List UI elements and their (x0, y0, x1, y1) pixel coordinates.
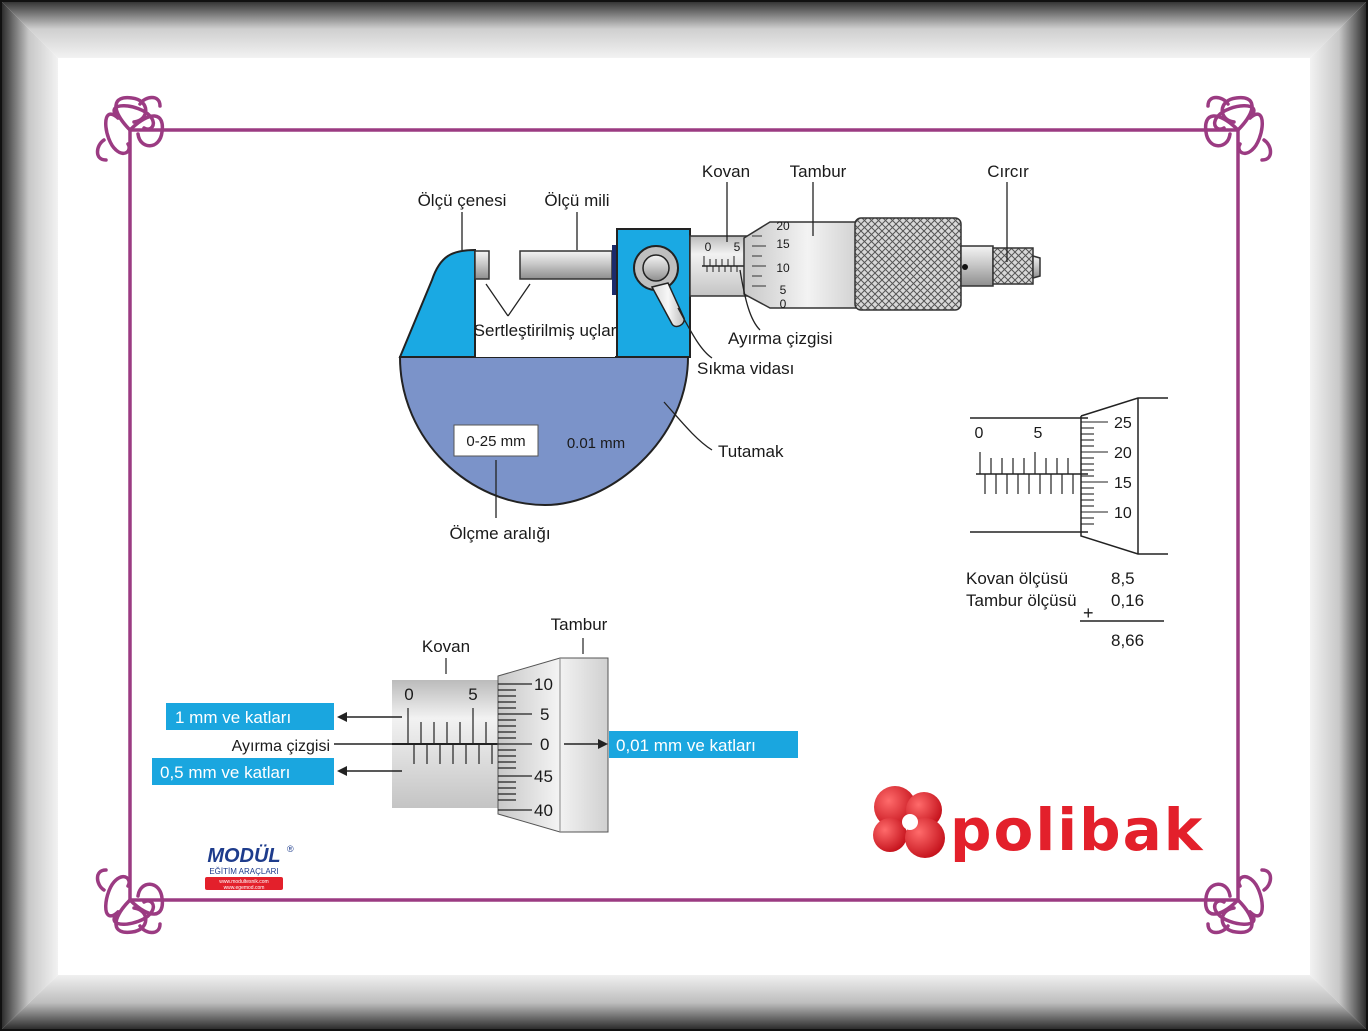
callout-lines (461, 182, 1008, 518)
reading-result: 8,66 (1111, 631, 1144, 650)
micrometer-labels: Ölçü çenesi Ölçü mili Kovan Tambur Cırcı… (418, 162, 1030, 543)
label-sertlestirilmis-uclar: Sertleştirilmiş uçlar (474, 321, 617, 340)
thimble-num-0: 0 (780, 297, 787, 311)
corner-flourish-top-right-icon (1203, 95, 1273, 162)
reading-sleeve-0: 0 (975, 425, 984, 442)
polibak-balls-icon (873, 786, 945, 858)
detail-sleeve-0: 0 (404, 685, 413, 704)
modul-sub: EĞİTİM ARAÇLARI (209, 867, 278, 876)
corner-flourish-bottom-right-icon (1203, 868, 1273, 935)
reading-thimble-15: 15 (1114, 475, 1132, 492)
reading-thimble-25: 25 (1114, 415, 1132, 432)
handle-frame (398, 356, 690, 507)
sleeve-num-0: 0 (705, 240, 712, 254)
anvil-tip (474, 250, 490, 280)
reading-plus-sign: + (1083, 603, 1094, 623)
thimble-num-15: 15 (776, 237, 790, 251)
thimble (743, 221, 861, 309)
detail-thimble-10: 10 (534, 675, 553, 694)
reading-thimble-10: 10 (1114, 505, 1132, 522)
thimble-num-20: 20 (776, 219, 790, 233)
spindle (519, 250, 613, 280)
label-sikma-vidasi: Sıkma vidası (697, 359, 794, 378)
tag-001mm-text: 0,01 mm ve katları (616, 736, 756, 755)
reading-kovan-value: 8,5 (1111, 569, 1135, 588)
tag-05mm-text: 0,5 mm ve katları (160, 763, 290, 782)
corner-flourish-top-left-icon (95, 95, 165, 162)
label-olcu-cenesi: Ölçü çenesi (418, 191, 507, 210)
detail-ayirma-cizgisi: Ayırma çizgisi (232, 738, 330, 755)
label-kovan: Kovan (702, 162, 750, 181)
detail-thimble-40: 40 (534, 801, 553, 820)
polibak-logo: polibak (873, 786, 1204, 864)
label-olcme-araligi: Ölçme aralığı (449, 524, 550, 543)
label-circir: Cırcır (987, 162, 1029, 181)
tag-05mm: 0,5 mm ve katları (152, 758, 334, 785)
reading-thimble-20: 20 (1114, 445, 1132, 462)
detail-sleeve-5: 5 (468, 685, 477, 704)
modul-name: MODÜL (207, 844, 280, 867)
reading-tambur-value: 0,16 (1111, 591, 1144, 610)
micrometer-illustration: 0 5 20 15 10 5 0 (398, 217, 1041, 507)
tag-1mm-text: 1 mm ve katları (175, 708, 291, 727)
reading-sleeve-5: 5 (1034, 425, 1043, 442)
label-tutamak: Tutamak (718, 442, 784, 461)
reading-kovan-label: Kovan ölçüsü (966, 569, 1068, 588)
range-badge: 0-25 mm (466, 433, 525, 450)
anvil-jaw (398, 248, 476, 358)
detail-thimble-0: 0 (540, 735, 549, 754)
ornamental-border (95, 95, 1273, 935)
tag-001mm: 0,01 mm ve katları (609, 731, 798, 758)
reading-example: 0 5 25 20 15 10 Kovan ölçüsü 8,5 Tambur … (966, 397, 1168, 650)
reading-tambur-label: Tambur ölçüsü (966, 591, 1077, 610)
scale-detail: 0 5 10 5 0 45 40 Kovan Tambur (152, 615, 798, 833)
resolution-text: 0.01 mm (567, 435, 625, 452)
modul-web2: www.egemod.com (224, 885, 265, 891)
label-ayirma-cizgisi: Ayırma çizgisi (728, 329, 833, 348)
polibak-wordmark: polibak (950, 796, 1204, 864)
knurled-grip (854, 217, 962, 311)
sleeve-num-5: 5 (734, 240, 741, 254)
modul-reg: ® (287, 844, 294, 854)
thimble-num-10: 10 (776, 261, 790, 275)
corner-flourish-bottom-left-icon (95, 868, 165, 935)
detail-thimble-5: 5 (540, 705, 549, 724)
detail-kovan-label: Kovan (422, 637, 470, 656)
modul-logo: MODÜL ® EĞİTİM ARAÇLARI www.modultesnik.… (205, 844, 294, 891)
detail-thimble-45: 45 (534, 767, 553, 786)
label-olcu-mili: Ölçü mili (544, 191, 609, 210)
label-tambur: Tambur (790, 162, 847, 181)
modul-web1: www.modultesnik.com (219, 879, 268, 885)
tag-1mm: 1 mm ve katları (166, 703, 334, 730)
thimble-num-5: 5 (780, 283, 787, 297)
detail-tambur-label: Tambur (551, 615, 608, 634)
ratchet-knob (992, 247, 1034, 285)
